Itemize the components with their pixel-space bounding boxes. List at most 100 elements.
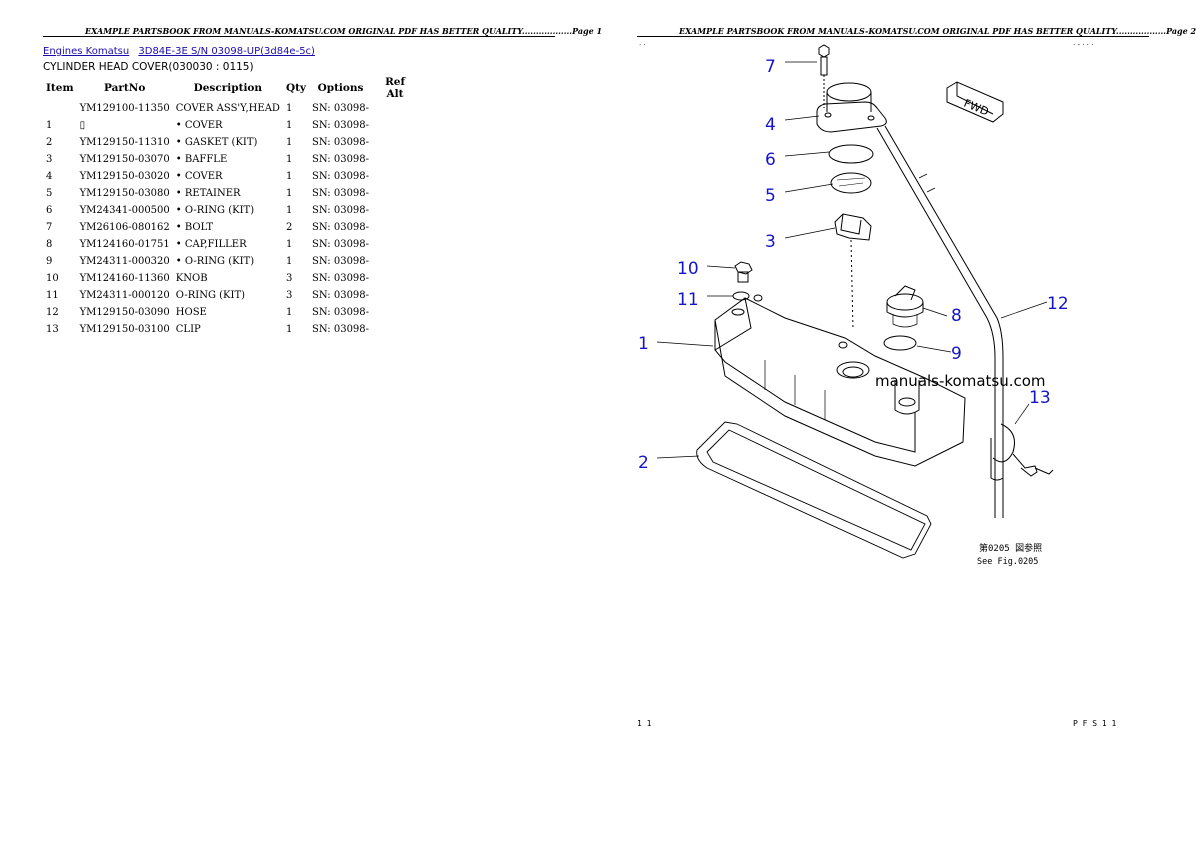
cell-opt: SN: 03098- — [312, 188, 370, 199]
callout-label: 6 — [765, 150, 776, 170]
cell-desc: CLIP — [175, 324, 201, 335]
filler-cap-part — [886, 285, 924, 328]
cell-desc: • COVER — [175, 171, 223, 182]
cell-opt: SN: 03098- — [312, 120, 370, 131]
filler-o-ring-part — [883, 335, 917, 351]
cell-item — [43, 100, 77, 117]
cell-desc: KNOB — [175, 273, 208, 284]
cell-item: 2 — [46, 137, 53, 148]
callout-label: 7 — [765, 57, 776, 77]
cell-ref — [372, 219, 418, 236]
cell-opt: SN: 03098- — [312, 307, 370, 318]
col-description: Description — [193, 82, 263, 94]
cell-part: YM129150-03080 — [79, 188, 170, 199]
cell-part: YM129150-03100 — [79, 324, 170, 335]
cell-part: YM129150-03090 — [79, 307, 170, 318]
table-header-row: Item PartNo Description Qty Options Ref … — [43, 76, 418, 100]
header-rule — [637, 36, 1149, 37]
diagram-page: EXAMPLE PARTSBOOK FROM MANUALS-KOMATSU.C… — [595, 0, 1196, 842]
breadcrumb-link-engines[interactable]: Engines Komatsu — [43, 46, 130, 57]
footer-right: P F S 1 1 — [1073, 719, 1117, 728]
leader-lines — [656, 61, 1048, 459]
cell-desc: • GASKET (KIT) — [175, 137, 258, 148]
cell-ref — [372, 168, 418, 185]
cell-qty: 1 — [285, 120, 293, 131]
footer-left: 1 1 — [637, 719, 652, 728]
page-header: EXAMPLE PARTSBOOK FROM MANUALS-KOMATSU.C… — [85, 26, 603, 36]
callout-label: 11 — [677, 290, 699, 310]
breadcrumb-link-model[interactable]: 3D84E-3E S/N 03098-UP(3d84e-5c) — [138, 46, 315, 57]
cell-desc: • CAP,FILLER — [175, 239, 247, 250]
bolt-part — [818, 44, 830, 108]
cell-desc: COVER ASS'Y,HEAD — [175, 103, 280, 114]
callout-label: 10 — [677, 259, 699, 279]
cell-ref — [372, 100, 418, 117]
parts-list-page: EXAMPLE PARTSBOOK FROM MANUALS-KOMATSU.C… — [0, 0, 602, 842]
cell-desc: • O-RING (KIT) — [175, 205, 255, 216]
baffle-part — [834, 213, 872, 331]
cell-ref — [372, 202, 418, 219]
cell-part: ▯ — [79, 120, 86, 131]
cell-desc: • RETAINER — [175, 188, 241, 199]
cell-part: YM129150-03070 — [79, 154, 170, 165]
header-rule — [43, 36, 555, 37]
callout-label: 4 — [765, 115, 776, 135]
cell-ref — [372, 236, 418, 253]
parts-table: Item PartNo Description Qty Options Ref … — [43, 76, 418, 338]
cell-qty: 1 — [285, 256, 293, 267]
gasket-part — [696, 421, 932, 559]
cell-part: YM129150-11310 — [79, 137, 170, 148]
cell-opt: SN: 03098- — [312, 290, 370, 301]
cell-qty: 1 — [285, 205, 293, 216]
callout-label: 9 — [951, 344, 962, 364]
cell-qty: 3 — [285, 273, 293, 284]
callout-label: 1 — [638, 334, 649, 354]
cell-item: 3 — [46, 154, 53, 165]
cell-item: 10 — [46, 273, 59, 284]
cell-item: 6 — [46, 205, 53, 216]
cell-ref — [372, 151, 418, 168]
cell-qty: 1 — [285, 171, 293, 182]
cell-qty: 1 — [285, 188, 293, 199]
cell-desc: HOSE — [175, 307, 207, 318]
cell-opt: SN: 03098- — [312, 222, 370, 233]
cell-ref — [372, 253, 418, 270]
cell-item: 11 — [46, 290, 59, 301]
retainer-part — [830, 172, 872, 194]
col-item: Item — [46, 82, 74, 94]
cell-opt: SN: 03098- — [312, 154, 370, 165]
callout-label: 2 — [638, 453, 649, 473]
cell-item: 12 — [46, 307, 59, 318]
cell-item: 9 — [46, 256, 53, 267]
callout-label: 3 — [765, 232, 776, 252]
callout-label: 12 — [1047, 294, 1069, 314]
callout-label: 13 — [1029, 388, 1051, 408]
exploded-parts-diagram: · · · - · · · — [637, 41, 1117, 728]
cell-opt: SN: 03098- — [312, 324, 370, 335]
cell-qty: 3 — [285, 290, 293, 301]
cell-item: 8 — [46, 239, 53, 250]
top-left-mark: · · — [639, 41, 646, 49]
valve-cover-part — [714, 294, 966, 467]
cell-ref — [372, 304, 418, 321]
cell-opt: SN: 03098- — [312, 205, 370, 216]
cell-item: 4 — [46, 171, 53, 182]
cell-desc: • BAFFLE — [175, 154, 228, 165]
fwd-arrow-icon — [946, 81, 1004, 123]
cell-qty: 1 — [285, 137, 293, 148]
o-ring-part — [828, 144, 874, 164]
col-qty: Qty — [285, 82, 307, 94]
knob-part — [734, 261, 753, 283]
section-title: CYLINDER HEAD COVER(030030 : 0115) — [43, 61, 254, 73]
